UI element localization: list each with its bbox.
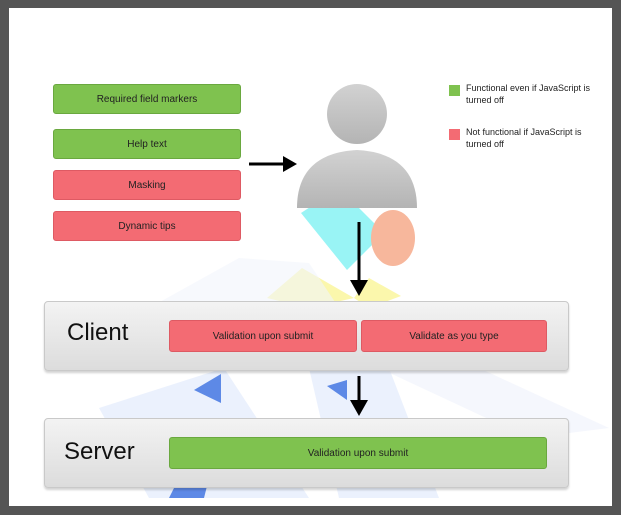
- feature-dynamic-tips: Dynamic tips: [53, 211, 241, 241]
- client-item-label: Validate as you type: [409, 330, 499, 342]
- server-validation-upon-submit: Validation upon submit: [169, 437, 547, 469]
- arrow-down-icon: [350, 222, 368, 296]
- server-item-label: Validation upon submit: [307, 447, 409, 459]
- arrow-right-icon: [249, 156, 297, 172]
- client-validate-as-you-type: Validate as you type: [361, 320, 547, 352]
- user-silhouette-icon: [297, 84, 417, 208]
- feature-label: Masking: [128, 179, 166, 191]
- legend-swatch-not-functional: [449, 129, 460, 140]
- server-label: Server: [64, 438, 135, 465]
- legend-text-not-functional: Not functional if JavaScript is turned o…: [466, 127, 582, 149]
- client-label: Client: [67, 319, 129, 346]
- arrow-down-icon: [350, 376, 368, 416]
- legend-swatch-functional: [449, 85, 460, 96]
- feature-required-field-markers: Required field markers: [53, 84, 241, 114]
- client-item-label: Validation upon submit: [212, 330, 314, 342]
- legend-text-functional: Functional even if JavaScript is turned …: [466, 83, 591, 105]
- client-validation-upon-submit: Validation upon submit: [169, 320, 357, 352]
- feature-masking: Masking: [53, 170, 241, 200]
- feature-label: Help text: [127, 138, 167, 150]
- feature-help-text: Help text: [53, 129, 241, 159]
- feature-label: Required field markers: [96, 93, 198, 105]
- feature-label: Dynamic tips: [118, 220, 176, 232]
